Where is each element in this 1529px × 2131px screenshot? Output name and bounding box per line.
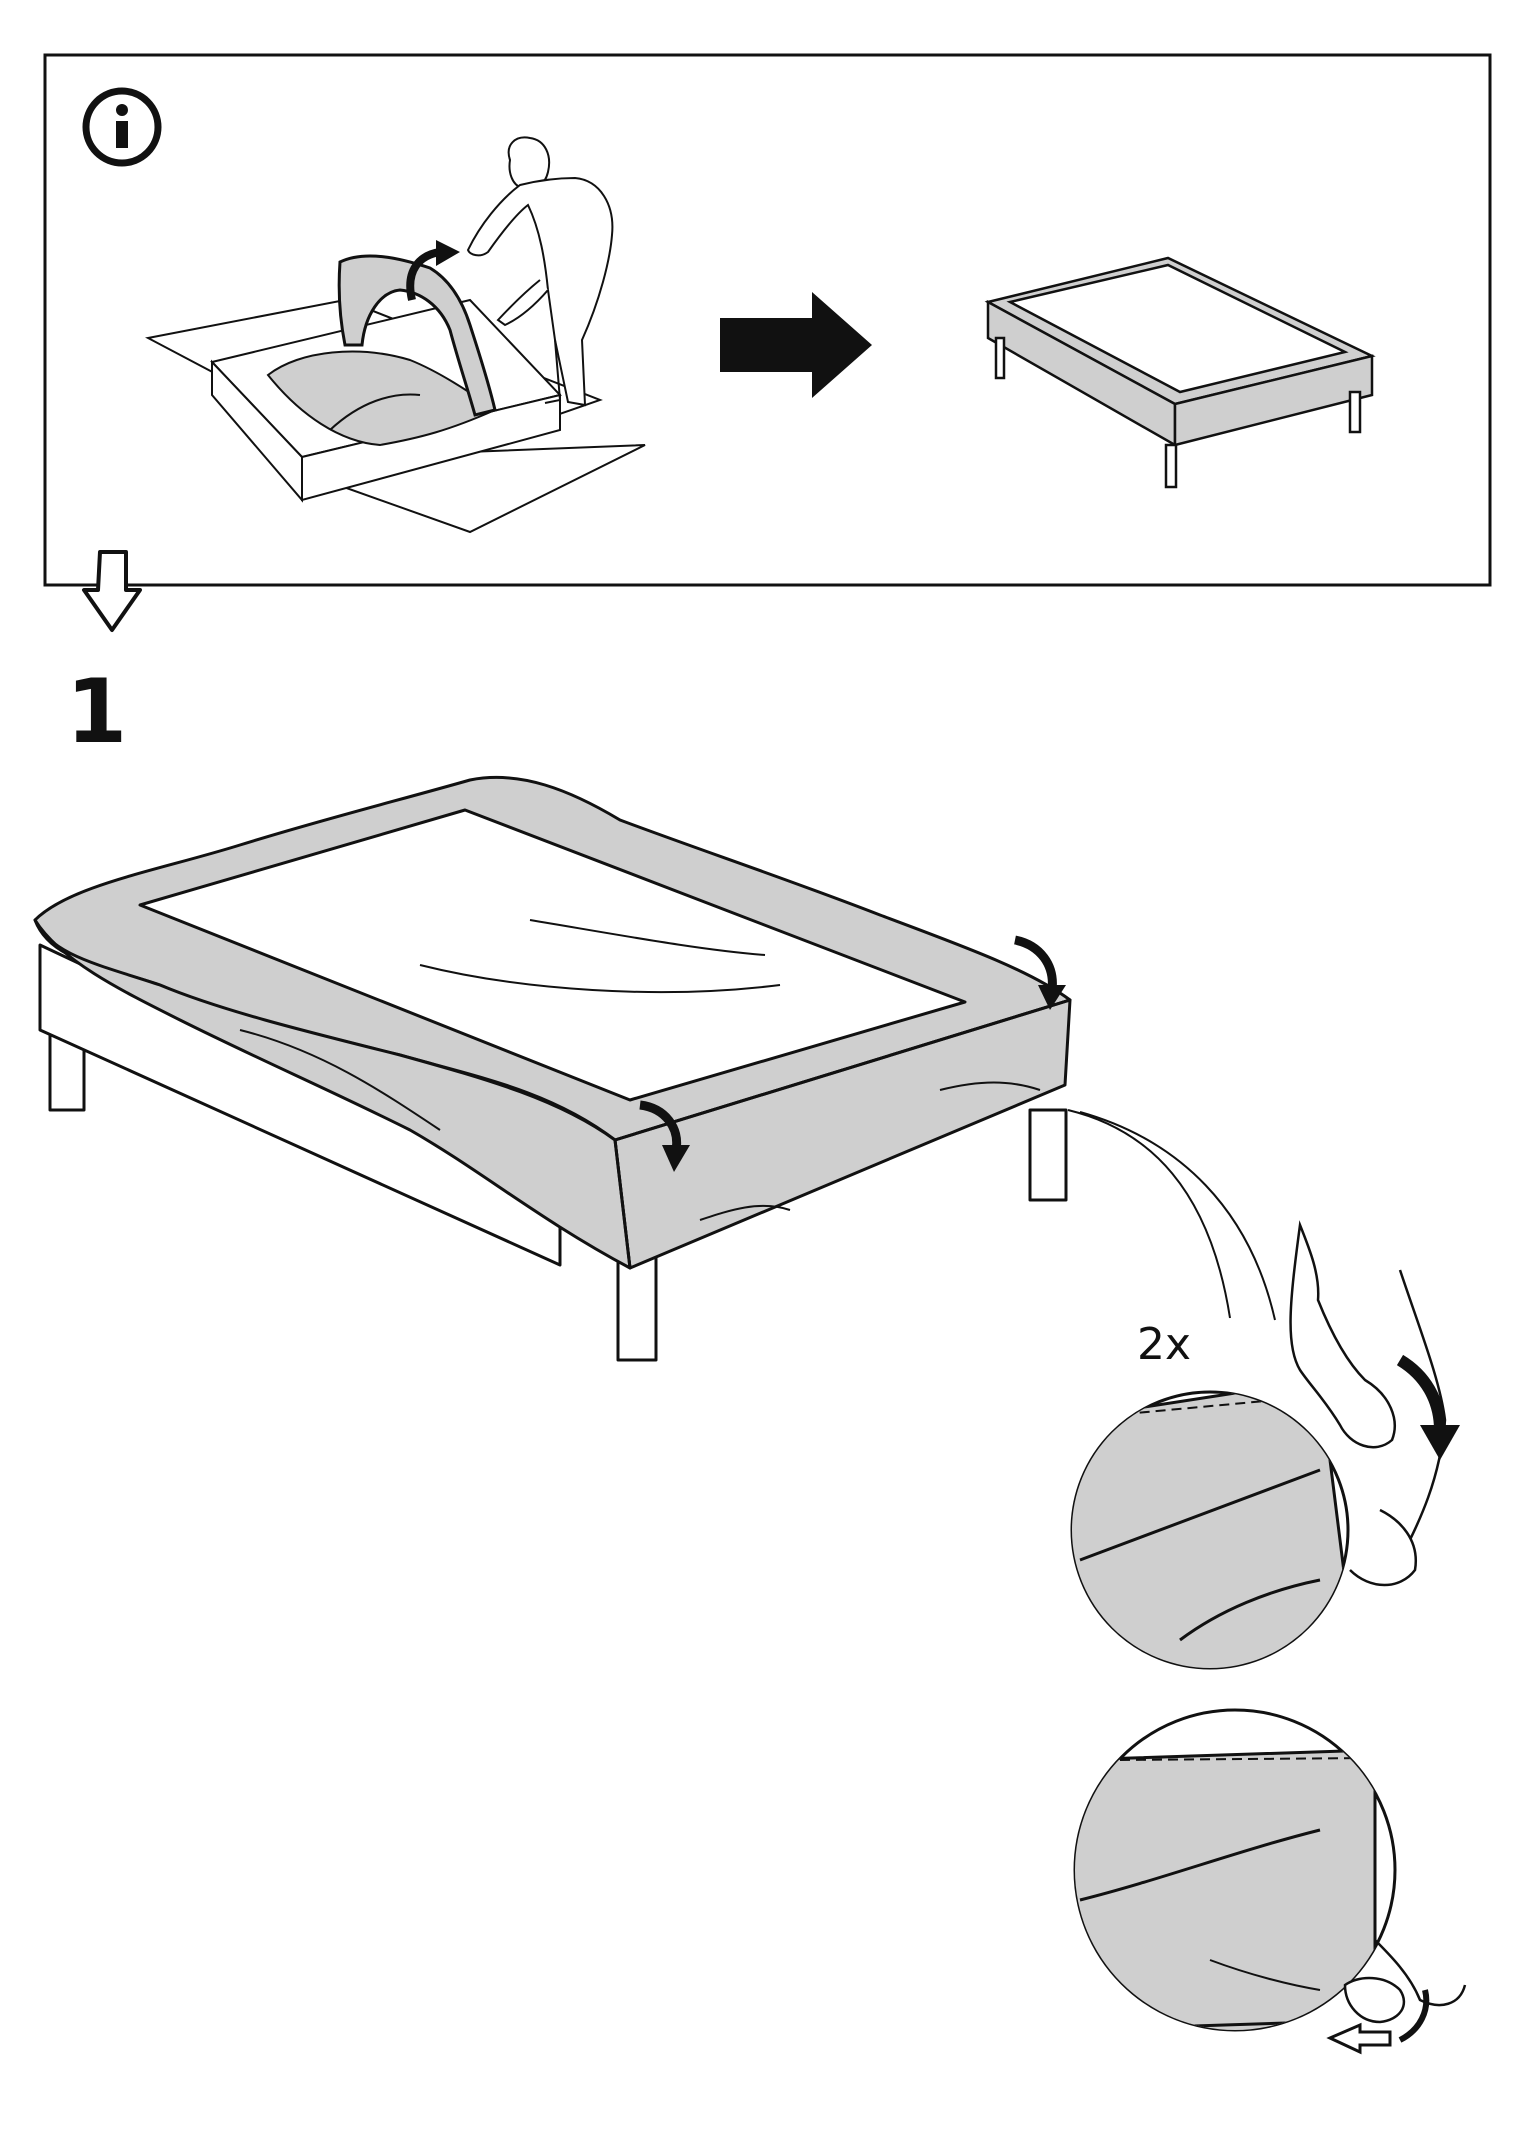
tuck-arrow-icon [1013,935,1066,1010]
detail-tuck-corner [1070,1220,1460,1670]
unpacking-illustration [145,136,646,534]
detail-finished-corner [1073,1708,1467,2055]
bed-base-small [984,256,1376,489]
tuck-arrow-icon [639,1100,690,1172]
arrow-down-outline-icon [82,550,142,632]
arrow-right-icon [720,292,872,398]
pull-down-arrow-icon [1396,1354,1460,1460]
info-circle-icon [82,87,162,167]
arrow-left-outline-icon [1326,2022,1392,2055]
repeat-count-label: 2x [1126,1318,1202,1372]
info-panel [43,53,1492,587]
step-number: 1 [66,660,128,763]
bed-base-with-cover [33,775,1276,1362]
